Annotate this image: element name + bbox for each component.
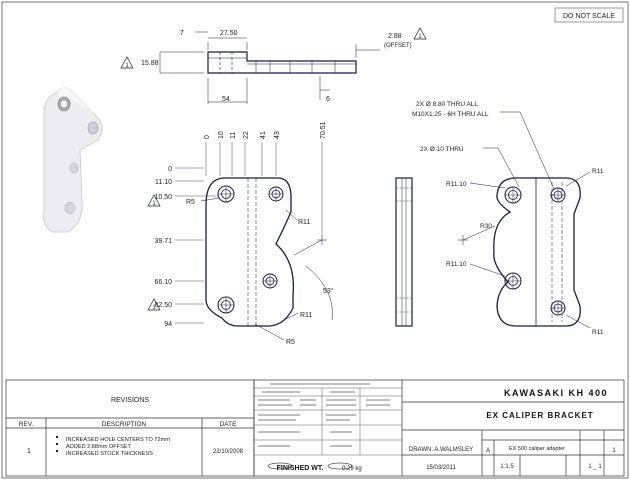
top-dim-7: 7 [180,30,184,37]
finished-weight-label: FINISHED WT. [277,465,324,472]
rev-line-2: ADDED 2.88mm OFFSET [66,444,132,450]
side-view [395,177,413,327]
revisions-title: REVISIONS [111,397,149,404]
drawing-scale: 1:1.5 [500,464,514,470]
rev-date: 22/10/2008 [213,449,244,455]
rev-number: 1 [27,448,31,455]
front-radius-r11-bottom: R11 [300,312,312,319]
drawing-date: 15/03/2011 [426,465,456,471]
row-ord-82-50: 82.50 [154,302,172,309]
top-view [120,27,427,104]
row-ord-39-71: 39.71 [154,238,172,245]
scale-note-box [554,7,624,23]
hole-note-8-80: 2X Ø 8.80 THRU ALL [416,101,478,108]
drawn-by: DRAWN: A.WALMSLEY [409,447,473,453]
top-dim-6: 6 [326,96,330,103]
top-dim-54: 54 [222,96,230,103]
revision-description: INCREASED HOLE CENTERS TO 72mm ADDED 2.8… [56,436,170,457]
row-ord-94: 94 [164,321,172,328]
offset-label: (OFFSET) [384,43,412,49]
top-dim-27-50: 27.50 [220,30,238,37]
front-radius-r5-top: R5 [186,199,195,206]
col-ord-41: 41 [260,131,267,139]
rev-line-1: INCREASED HOLE CENTERS TO 72mm [66,437,170,443]
row-ord-11-10: 11.10 [155,179,172,186]
description-header: DESCRIPTION [102,421,147,428]
row-ord-10-50: 10.50 [154,194,172,201]
front-flag-num-2: 1 [152,305,156,311]
date-header: DATE [220,421,238,428]
isometric-view [43,87,103,233]
top-view-outline [207,51,357,74]
right-view [458,111,591,329]
revision-number: 1 [612,448,616,454]
front-radius-r11-top: R11 [298,219,310,226]
finished-weight-value: 0.29 kg [342,466,362,472]
top-dim-15-88: 15.88 [141,60,159,67]
col-ord-22: 22 [243,131,250,139]
project-title: KAWASAKI KH 400 [504,388,608,398]
front-view-outline [205,177,295,327]
part-title: EX CALIPER BRACKET [486,411,593,420]
right-view-outline [493,177,581,327]
row-ord-66-10: 66.10 [154,279,172,286]
front-col-ordinates: 0 10 11 22 41 43 70.51 [204,121,327,139]
right-radius-r30: R30 [480,223,492,230]
rev-header: REV. [19,421,34,428]
right-radius-r11-10-top: R11.10 [446,181,467,188]
hole-note-m10: M10X1.25 - 6H THRU ALL [412,111,489,118]
front-angle: 53° [323,287,334,295]
front-radius-r5-bottom: R5 [286,339,295,346]
title-block [253,379,625,477]
drawing-number: EX 500 caliper adapter [509,446,565,452]
hole-note-10: 2X Ø 10 THRU [420,146,464,153]
col-ord-70-51: 70.51 [320,121,327,139]
right-radius-r11-10-bottom: R11.10 [446,261,467,268]
scale-note: DO NOT SCALE [563,13,615,20]
sheet-number: 1 _ 1 [588,464,602,470]
offset-flag-num: 1 [418,34,422,40]
front-row-ordinates: 0 11.10 10.50 39.71 66.10 82.50 94 [154,166,172,328]
row-ord-0: 0 [168,166,172,173]
col-ord-43: 43 [274,131,281,139]
right-radius-r11-top: R11 [592,168,604,175]
col-ord-0: 0 [204,135,211,139]
sheet-size: A [486,448,490,454]
top-flag-num: 1 [125,63,129,69]
right-radius-r11-bottom: R11 [592,329,604,336]
rev-line-3: INCREASED STOCK THICKNESS [66,451,153,457]
front-view [147,142,333,341]
col-ord-10: 10 [218,131,225,139]
col-ord-11: 11 [230,132,237,139]
tolerance-grid-fineprint [258,383,390,470]
offset-value: 2.88 [388,33,402,40]
front-flag-num-1: 1 [152,201,156,207]
